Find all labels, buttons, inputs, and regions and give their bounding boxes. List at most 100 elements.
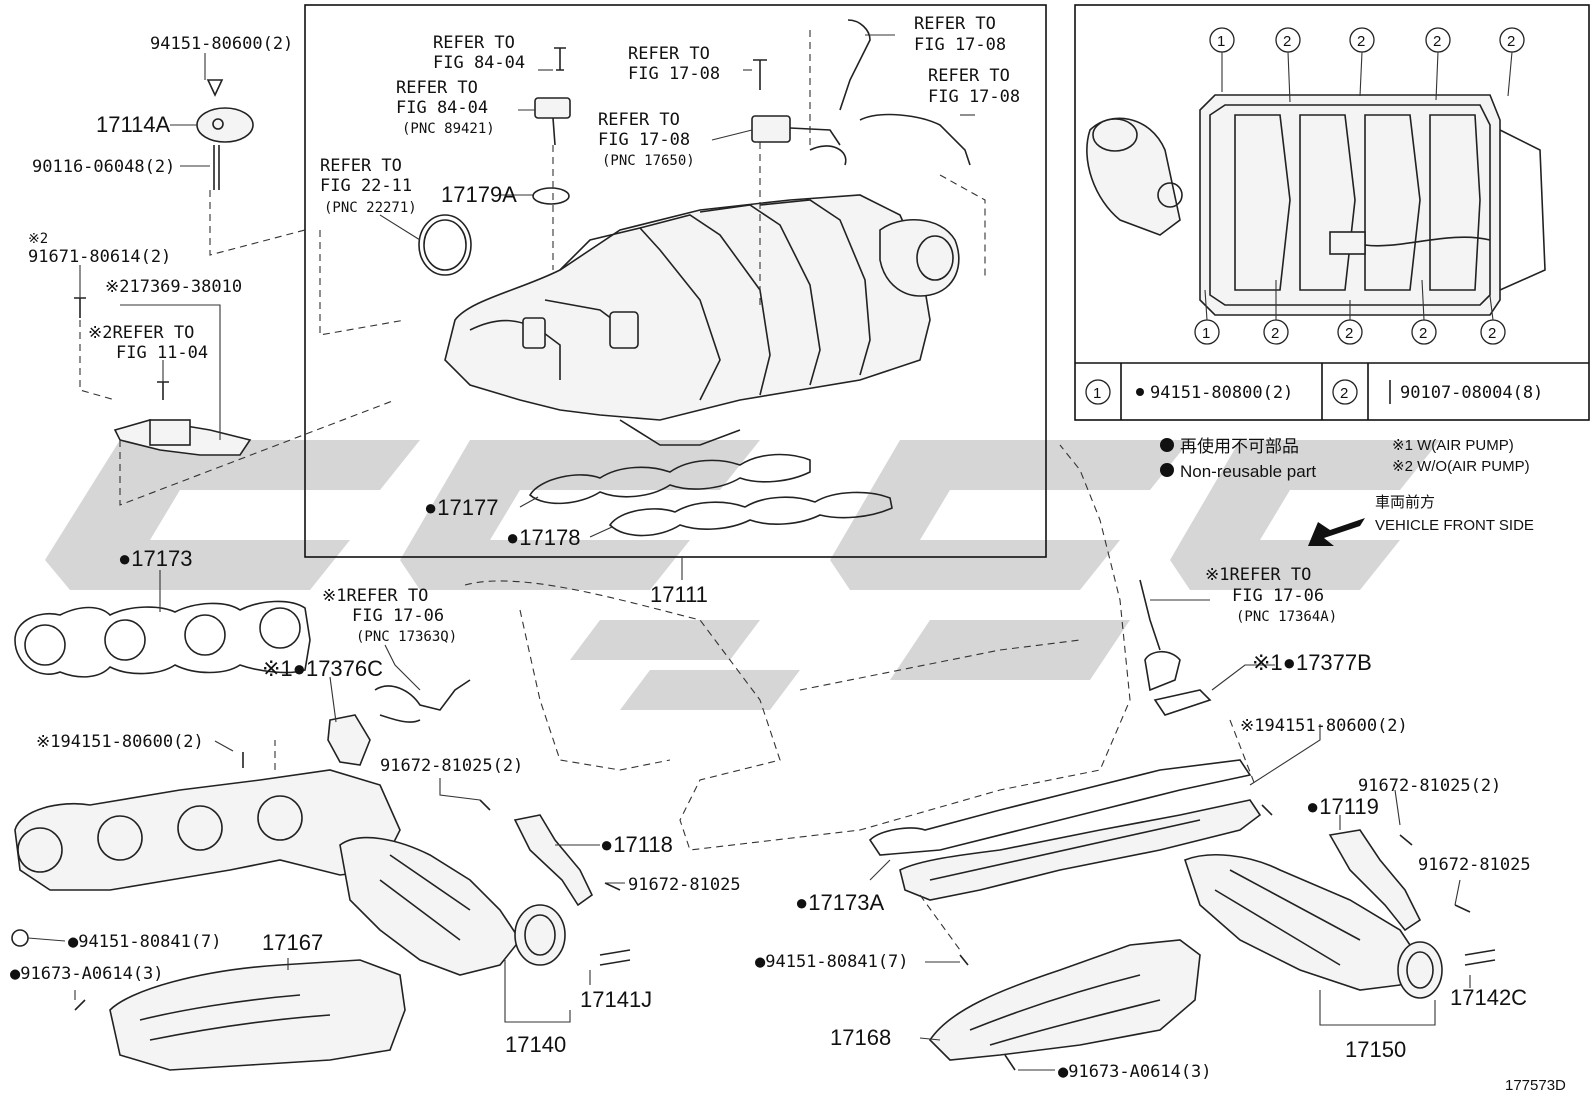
callout-17141J: 17141J: [580, 987, 652, 1012]
callout-17376C: ※1●17376C: [262, 656, 383, 681]
callout-91671-80614: 91671-80614(2): [28, 247, 171, 267]
callout-refer-fig-17-08b-line2: FIG 17-08: [598, 130, 690, 150]
callout-pnc-17650: (PNC 17650): [602, 153, 695, 169]
callout-91673-A0614-right: ●91673-A0614(3): [1058, 1062, 1212, 1082]
note-with-air-pump: ※1 W(AIR PUMP): [1392, 437, 1514, 454]
callout-91672-81025-left: 91672-81025: [628, 875, 741, 895]
callout-94151-80600-right: ※194151-80600(2): [1240, 716, 1408, 736]
callout-17167: 17167: [262, 930, 323, 955]
intake-manifold-group-box: [304, 4, 1047, 558]
assembly-guide-lines: [79, 30, 1256, 951]
fastener-2-part-number: 90107-08004(8): [1400, 383, 1543, 403]
detail-fastener-markers: 1 2 2 2 2 1 2 2 2 2: [1194, 27, 1525, 345]
callout-17140: 17140: [505, 1032, 566, 1057]
callout-94151-80841-right: ●94151-80841(7): [755, 952, 909, 972]
callout-refer-fig-11-04-line1: ※2REFER TO: [88, 323, 194, 343]
callout-refer-fig-17-08a-line1: REFER TO: [628, 44, 710, 64]
svg-text:1: 1: [1093, 385, 1101, 402]
right-gasket-and-manifold: [868, 579, 1496, 999]
heat-insulator-right: [928, 939, 1201, 1071]
svg-text:2: 2: [1340, 385, 1348, 402]
callout-refer-fig-17-06a-line1: ※1REFER TO: [322, 586, 428, 606]
sensor-and-vsv: [534, 19, 971, 166]
left-bracket-and-pipe: [327, 679, 631, 966]
callout-refer-fig-84-04b-line2: FIG 84-04: [396, 98, 488, 118]
heat-insulator-left: [74, 959, 406, 1071]
callout-17369-38010: ※217369-38010: [105, 277, 242, 297]
callout-refer-fig-17-06b-line1: ※1REFER TO: [1205, 565, 1311, 585]
svg-text:2: 2: [1271, 325, 1279, 342]
callout-pnc-22271: (PNC 22271): [324, 200, 417, 216]
svg-text:2: 2: [1433, 33, 1441, 50]
callout-90116-06048: 90116-06048(2): [32, 157, 175, 177]
callout-note-2-mark: ※2: [28, 231, 48, 247]
intake-manifold: [444, 194, 960, 446]
leader-lines: [27, 34, 1471, 1071]
callout-91672-81025-right: 91672-81025: [1418, 855, 1531, 875]
svg-text:1: 1: [1217, 33, 1225, 50]
callout-refer-fig-22-11-line2: FIG 22-11: [320, 176, 412, 196]
detail-inset: 1 2 2 2 2 1 2 2 2 2 1 94151-80800(2): [1074, 4, 1590, 421]
callout-pnc-89421: (PNC 89421): [402, 121, 495, 137]
fastener-key-table: 1 94151-80800(2) 2 90107-08004(8): [1085, 379, 1543, 405]
callout-pnc-17364A: (PNC 17364A): [1236, 609, 1337, 625]
callout-94151-80600: 94151-80600(2): [150, 34, 293, 54]
legend-non-reusable-en: Non-reusable part: [1180, 462, 1316, 481]
exhaust-gasket-left: [14, 600, 311, 678]
intake-gaskets: [418, 187, 893, 537]
legend-non-reusable-jp: 再使用不可部品: [1180, 436, 1299, 456]
watermark-logo: [45, 440, 1440, 710]
callout-refer-fig-84-04a-line1: REFER TO: [433, 33, 515, 53]
svg-text:2: 2: [1357, 33, 1365, 50]
callout-refer-fig-17-06b-line2: FIG 17-06: [1232, 586, 1324, 606]
callout-17119: ●17119: [1306, 794, 1379, 819]
callout-94151-80600-left: ※194151-80600(2): [36, 732, 204, 752]
figure-code: 177573D: [1505, 1077, 1566, 1094]
callout-91673-A0614-left: ●91673-A0614(3): [10, 964, 164, 984]
note-without-air-pump: ※2 W/O(AIR PUMP): [1392, 458, 1530, 475]
callout-refer-fig-17-08b-line1: REFER TO: [598, 110, 680, 130]
svg-text:2: 2: [1507, 33, 1515, 50]
svg-text:2: 2: [1283, 33, 1291, 50]
callout-refer-fig-84-04b-line1: REFER TO: [396, 78, 478, 98]
callout-refer-fig-22-11-line1: REFER TO: [320, 156, 402, 176]
callout-17178: ●17178: [506, 525, 580, 550]
callout-refer-fig-84-04a-line2: FIG 84-04: [433, 53, 525, 73]
svg-text:1: 1: [1202, 325, 1210, 342]
callout-94151-80841-left: ●94151-80841(7): [68, 932, 222, 952]
callout-refer-fig-11-04-line2: FIG 11-04: [116, 343, 208, 363]
callout-refer-fig-17-08c-line2: FIG 17-08: [914, 35, 1006, 55]
callout-17142C: 17142C: [1450, 985, 1527, 1010]
callout-91672-81025-2-left: 91672-81025(2): [380, 756, 523, 776]
callout-17177: ●17177: [424, 495, 498, 520]
svg-text:2: 2: [1419, 325, 1427, 342]
callout-refer-fig-17-08d-line2: FIG 17-08: [928, 87, 1020, 107]
callout-17114A: 17114A: [96, 112, 171, 137]
callout-pnc-17363Q: (PNC 17363Q): [356, 629, 457, 645]
fastener-1-part-number: 94151-80800(2): [1150, 383, 1293, 403]
callout-17179A: 17179A: [441, 182, 517, 207]
vehicle-front-arrow-icon: [1308, 518, 1365, 546]
callout-17173: ●17173: [118, 546, 192, 571]
callout-refer-fig-17-08a-line2: FIG 17-08: [628, 64, 720, 84]
callout-refer-fig-17-08d-line1: REFER TO: [928, 66, 1010, 86]
vehicle-front-jp: 車両前方: [1375, 494, 1435, 511]
air-pump-plate: [74, 79, 254, 456]
exhaust-manifold-left: [11, 752, 566, 976]
callout-17168: 17168: [830, 1025, 891, 1050]
callout-17150: 17150: [1345, 1037, 1406, 1062]
vehicle-front-en: VEHICLE FRONT SIDE: [1375, 517, 1534, 534]
svg-text:2: 2: [1488, 325, 1496, 342]
legend: 再使用不可部品 Non-reusable part ※1 W(AIR PUMP)…: [1160, 436, 1534, 546]
intake-manifold-top-view: [1086, 94, 1546, 316]
callout-17377B: ※1●17377B: [1252, 650, 1372, 675]
callout-17111: 17111: [650, 582, 708, 607]
callout-17118: ●17118: [600, 832, 673, 857]
detail-inset-frame: [1074, 4, 1590, 421]
engine-block-outline: [464, 444, 1131, 851]
callout-17173A: ●17173A: [795, 890, 884, 915]
svg-text:2: 2: [1345, 325, 1353, 342]
callout-labels: 94151-80600(2) 17114A 90116-06048(2) ※2 …: [10, 14, 1566, 1094]
